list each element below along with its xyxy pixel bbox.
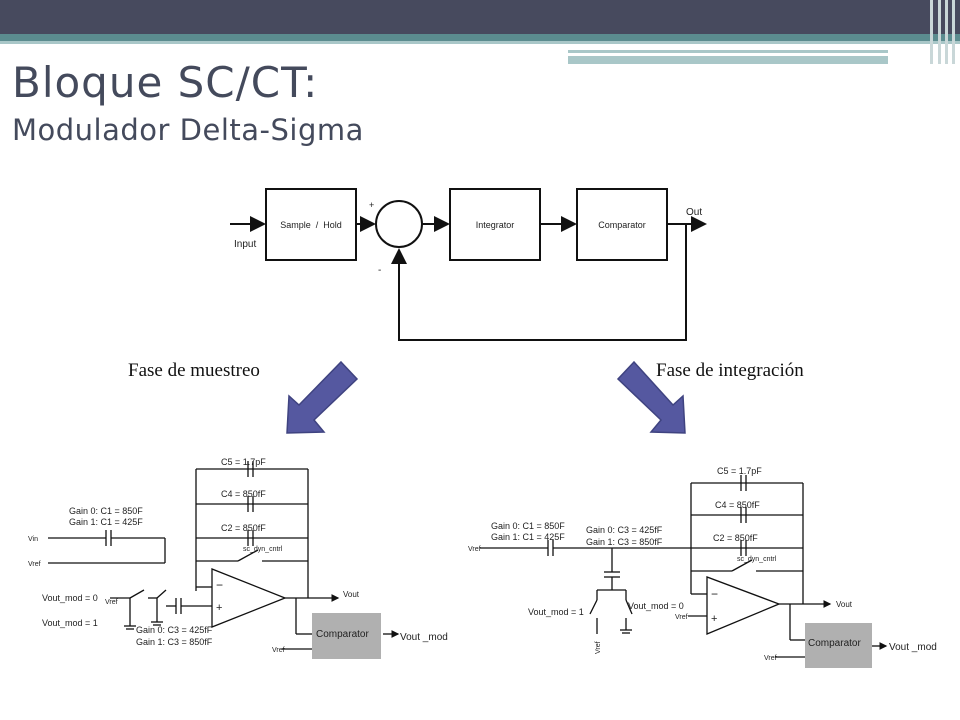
integrator-block [449,188,541,261]
gain1-c3-left: Gain 1: C3 = 850fF [136,637,213,647]
circuit-left [48,461,400,650]
header-vertical-stripes [926,0,960,64]
integrator-label: Integrator [476,220,515,230]
opamp-left [211,568,287,628]
feedback-path [391,224,687,341]
comparator-block [576,188,668,261]
vout-mod0-left: Vout_mod = 0 [42,593,98,603]
gain0-c3-left: Gain 0: C3 = 425fF [136,625,213,635]
gain1-c3-right: Gain 1: C3 = 850fF [586,537,663,547]
c4-label-right: C4 = 850fF [715,500,760,510]
comparator-label-right: Comparator [808,638,861,649]
vref-comp-right: Vref [764,655,777,662]
gain1-c1-left: Gain 1: C1 = 425F [69,517,143,527]
vout-mod-label-right: Vout _mod [889,642,937,653]
vref-label-right: Vref [468,546,481,553]
switch-label-right: sc_dyn_cntrl [737,556,777,563]
vout-mod-label-left: Vout _mod [400,632,448,643]
switch-label-left: sc_dyn_cntrl [243,546,283,553]
header-accent-line [568,50,888,53]
arrow-down-right [616,360,686,434]
c5-label-right: C5 = 1.7pF [717,466,762,476]
c5-label-left: C5 = 1.7pF [221,457,266,467]
vout-mod0-right: Vout_mod = 0 [628,601,684,611]
header-accent-stripe [0,34,960,41]
arrow-down-left [286,360,359,434]
comparator-label-left: Comparator [316,629,369,640]
opamp-plus-right: + [711,613,717,625]
plus-sign: + [369,200,374,210]
c2-label-right: C2 = 850fF [713,533,758,543]
vref-opamp-right: Vref [675,614,688,621]
header-accent-stripe-light [0,41,960,44]
slide-subtitle: Modulador Delta-Sigma [12,113,364,147]
output-label: Out [686,207,702,218]
minus-sign: - [378,265,381,276]
comparator-label: Comparator [598,220,646,230]
header-bar [0,0,960,34]
block-diagram [230,188,707,341]
comparator-right [805,623,872,668]
opamp-right [706,576,781,635]
vin-label-left: Vin [28,536,38,543]
header-accent-band [568,56,888,64]
c2-label-left: C2 = 850fF [221,523,266,533]
summing-junction [375,200,423,248]
vout-mod1-right: Vout_mod = 1 [528,607,584,617]
sample-hold-block [265,188,357,261]
vout-mod1-left: Vout_mod = 1 [42,618,98,628]
gain0-c1-left: Gain 0: C1 = 850F [69,506,143,516]
comparator-left [312,613,381,659]
phase-label-integration: Fase de integración [656,360,804,381]
vref-label-left: Vref [28,561,41,568]
gain1-c1-right: Gain 1: C1 = 425F [491,532,565,542]
opamp-minus-left: − [216,578,223,592]
c4-label-left: C4 = 850fF [221,489,266,499]
gain0-c3-right: Gain 0: C3 = 425fF [586,525,663,535]
opamp-plus-left: + [216,602,222,614]
phase-label-sampling: Fase de muestreo [128,360,260,381]
circuit-right [480,475,888,658]
vout-label-left: Vout [343,590,360,599]
opamp-minus-right: − [711,587,718,601]
vref-switch-left: Vref [105,599,118,606]
vref-comp-left: Vref [272,647,285,654]
sample-hold-label: Sample / Hold [280,220,342,230]
slide-title: Bloque SC/CT: [12,58,319,107]
vref-bottom-right: Vref [595,641,602,654]
vout-label-right: Vout [836,600,853,609]
input-label: Input [234,239,256,250]
gain0-c1-right: Gain 0: C1 = 850F [491,521,565,531]
